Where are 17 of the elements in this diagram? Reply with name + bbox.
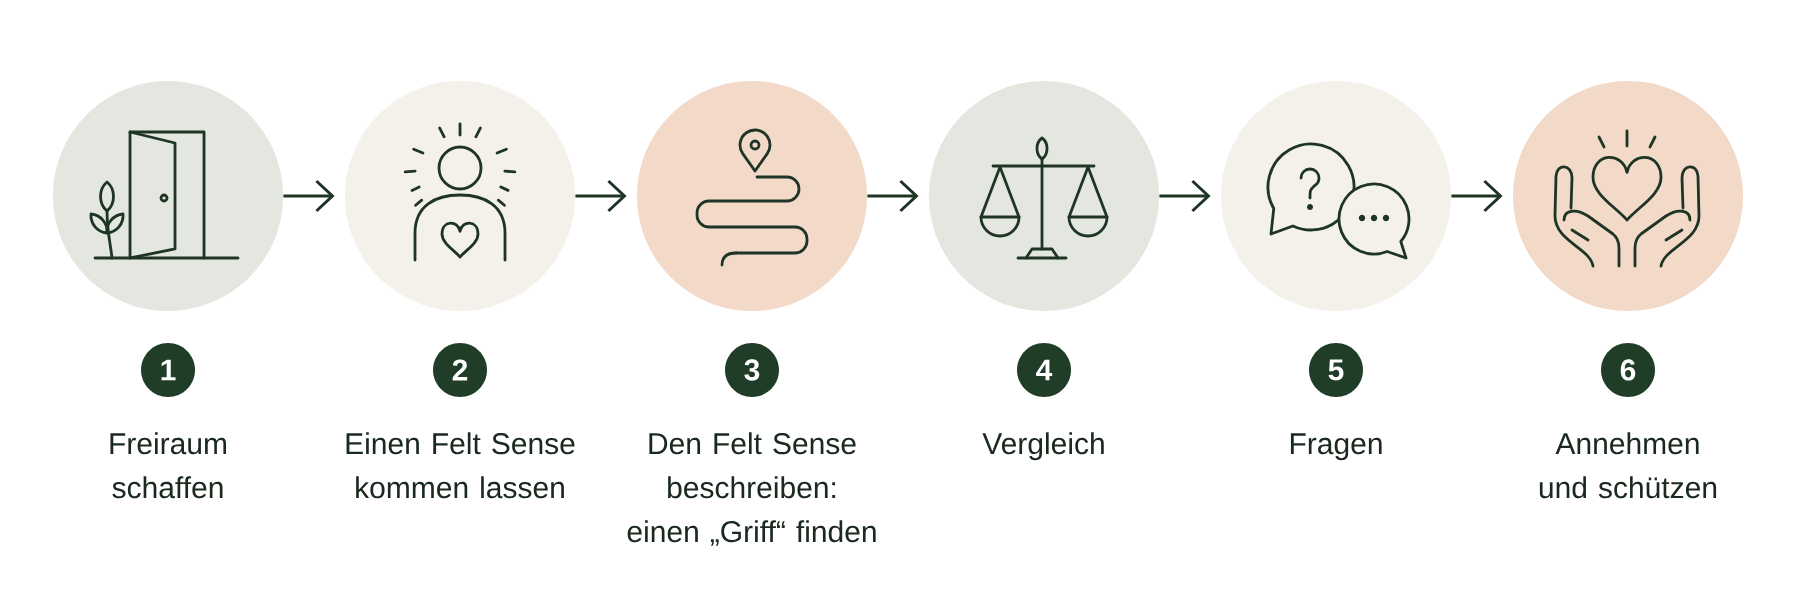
number-badge: 4 (1017, 343, 1071, 397)
step-circle (53, 81, 283, 311)
step-label: Den Felt Sense beschreiben: einen „Griff“ finden (627, 432, 876, 546)
step-label: Fragen (1290, 433, 1382, 461)
step-circle (637, 81, 867, 311)
step-circle (345, 81, 575, 311)
step-circle (929, 81, 1159, 311)
step-label: Einen Felt Sense kommen lassen (346, 432, 575, 499)
step-circle (1513, 81, 1743, 311)
number-badge: 6 (1601, 343, 1655, 397)
step-label: Annehmen und schützen (1539, 432, 1717, 499)
step-label: Vergleich (982, 432, 1104, 461)
number-badge: 5 (1309, 343, 1363, 397)
number-badge: 1 (141, 343, 195, 397)
number-badge: 2 (433, 343, 487, 397)
step-label: Freiraum schaffen (110, 432, 226, 499)
number-badge: 3 (725, 343, 779, 397)
